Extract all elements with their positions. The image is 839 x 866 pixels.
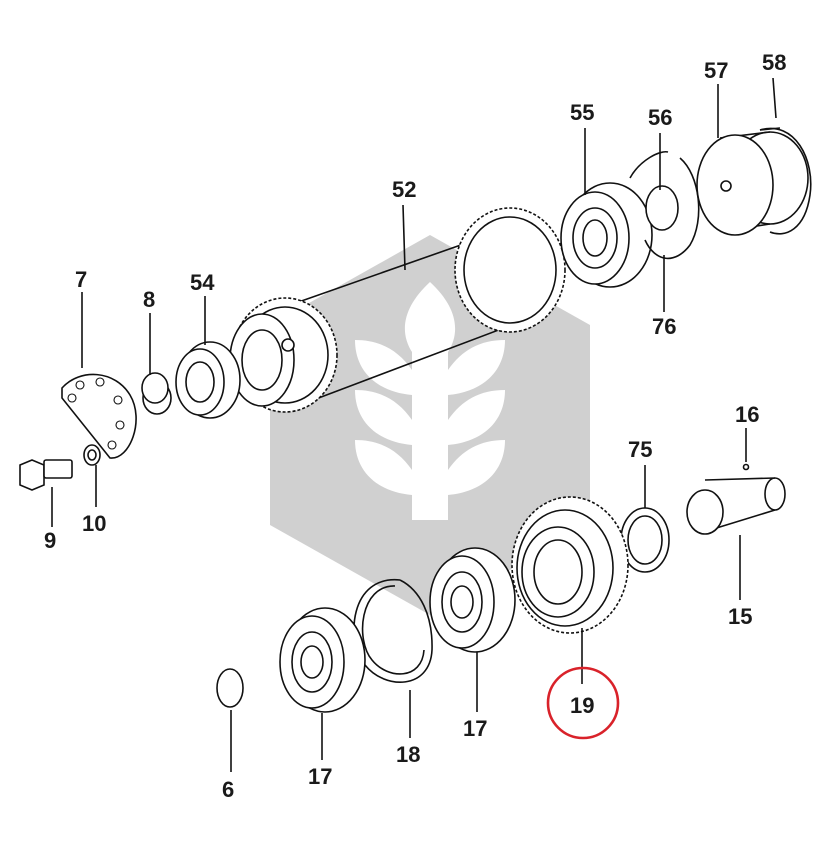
ring-58 — [759, 127, 812, 235]
label-6[interactable]: 6 — [222, 777, 234, 802]
snap-ring-56 — [629, 151, 700, 260]
ring-75 — [620, 507, 670, 573]
cap-6 — [216, 668, 244, 708]
bearing-17-left — [279, 607, 366, 713]
label-75[interactable]: 75 — [628, 437, 652, 462]
label-16[interactable]: 16 — [735, 402, 759, 427]
label-58[interactable]: 58 — [762, 50, 786, 75]
label-17-right[interactable]: 17 — [463, 716, 487, 741]
bearing-55 — [560, 182, 653, 288]
label-76[interactable]: 76 — [652, 314, 676, 339]
gear-19 — [511, 496, 629, 634]
label-55[interactable]: 55 — [570, 100, 594, 125]
oring-8 — [141, 372, 169, 404]
label-17-left[interactable]: 17 — [308, 764, 332, 789]
label-57[interactable]: 57 — [704, 58, 728, 83]
washer-10 — [83, 444, 101, 466]
label-15[interactable]: 15 — [728, 604, 752, 629]
housing-57 — [696, 131, 809, 236]
snap-ring-18 — [353, 579, 433, 683]
label-56[interactable]: 56 — [648, 105, 672, 130]
label-52[interactable]: 52 — [392, 177, 416, 202]
bearing-17-right — [429, 547, 516, 653]
gear-shaft-52 — [229, 207, 566, 413]
label-10[interactable]: 10 — [82, 511, 106, 536]
label-54[interactable]: 54 — [190, 270, 215, 295]
label-18[interactable]: 18 — [396, 742, 420, 767]
label-7[interactable]: 7 — [75, 267, 87, 292]
label-8[interactable]: 8 — [143, 287, 155, 312]
bolt-9 — [19, 459, 73, 491]
shaft-15 — [686, 463, 786, 535]
leader-lines — [51, 77, 777, 772]
highlight-circle — [546, 666, 620, 740]
label-9[interactable]: 9 — [44, 528, 56, 553]
bearing-54 — [175, 341, 241, 419]
label-19[interactable]: 19 — [570, 693, 594, 718]
